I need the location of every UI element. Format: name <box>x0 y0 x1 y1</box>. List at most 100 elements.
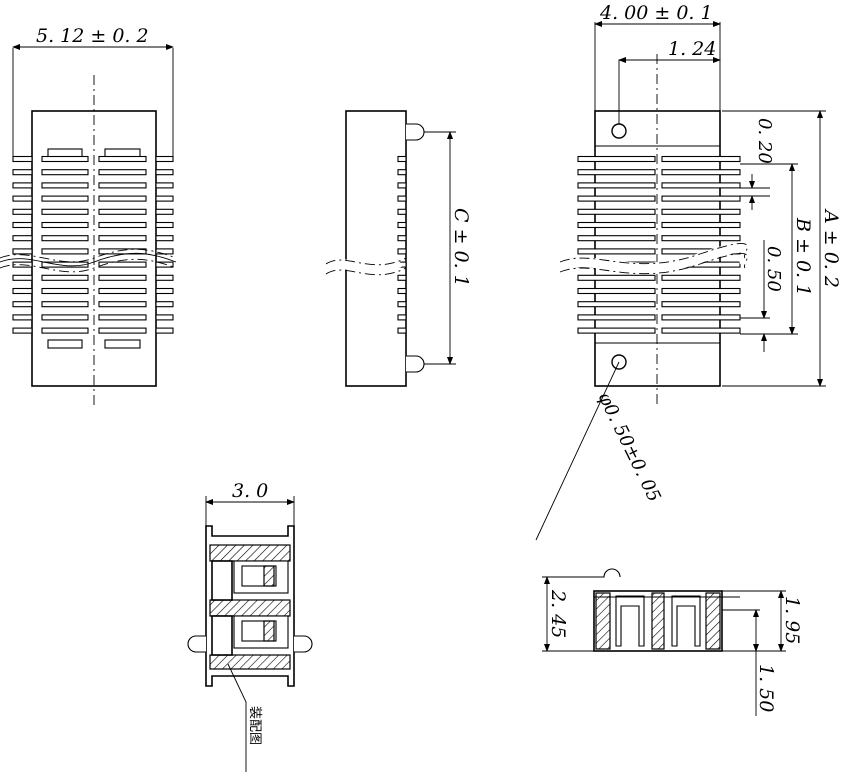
top-view-pin-right <box>155 182 174 189</box>
end-view-hatch-left <box>595 592 611 650</box>
top-view-pin-left <box>12 327 33 334</box>
top-view-pin-right <box>155 155 174 163</box>
top-view-pin-right <box>155 327 174 334</box>
top-view-pin-left <box>12 208 33 215</box>
pin-view-contacts <box>577 155 741 334</box>
top-view-pin-left <box>12 314 33 321</box>
top-view-contact <box>41 248 89 255</box>
top-view-pin-right <box>155 208 174 215</box>
pin-view-break-mask <box>558 242 753 273</box>
side-view-tick <box>397 169 407 176</box>
pin-view-contact-right <box>661 235 741 242</box>
top-view-contact <box>41 169 89 176</box>
pin-view-contact-right <box>661 155 741 163</box>
pin-view-contact-left <box>577 195 656 202</box>
pin-view-contact-left <box>577 314 656 321</box>
top-view-contact <box>41 235 89 242</box>
pin-view-contact-right <box>661 274 741 281</box>
pin-view-contact-left <box>577 221 656 229</box>
dim-offset: 1. 24 <box>668 38 716 60</box>
side-view: C ± 0. 1 <box>323 110 472 387</box>
top-view-pin-left <box>12 195 33 202</box>
dim-depth: 3. 0 <box>232 480 268 502</box>
top-view-contact <box>41 155 89 163</box>
end-view-hatch-center <box>651 592 665 650</box>
end-view-contact-left <box>615 595 645 647</box>
section-contact-top-hatch <box>263 565 275 587</box>
top-view-contact <box>41 327 89 334</box>
pin-view-contact-left <box>577 169 656 176</box>
dim-height-mount: 1. 50 <box>755 664 777 712</box>
dim-b-length: B ± 0. 1 <box>792 217 814 296</box>
section-post-right <box>294 635 313 653</box>
section-hatch-bottom <box>209 654 291 670</box>
top-view-contact <box>98 221 147 229</box>
locating-hole-bottom <box>611 354 627 370</box>
side-view-contact-ticks <box>397 155 407 334</box>
pin-view-contact-left <box>577 248 656 255</box>
side-view-tick <box>397 274 407 281</box>
side-view-post-top <box>406 123 425 141</box>
top-view-pin-right <box>155 248 174 255</box>
pin-view-contact-left <box>577 287 656 295</box>
top-view-pin-right <box>155 221 174 229</box>
top-view-contact <box>98 182 147 189</box>
section-contact-bottom-hatch <box>263 620 275 642</box>
pin-view-break-line-b <box>559 253 748 275</box>
dim-height-total: 2. 45 <box>547 589 569 638</box>
section-post-left <box>187 635 206 653</box>
side-view-body <box>345 110 407 387</box>
top-view-contact <box>41 195 89 202</box>
top-view-contact <box>41 208 89 215</box>
top-view-contact <box>98 208 147 215</box>
top-view-inner-pins <box>41 148 147 349</box>
pin-view-contact-left <box>577 208 656 215</box>
side-view-tick <box>397 155 407 163</box>
side-view-tick <box>397 221 407 229</box>
top-view-pin-right <box>155 274 174 281</box>
top-view-pin-left <box>12 287 33 295</box>
pin-view-contact-right <box>661 182 741 189</box>
top-view-break-line-a <box>0 248 177 263</box>
top-view-contact <box>41 287 89 295</box>
side-view-tick <box>397 301 407 308</box>
top-view-contact <box>98 169 147 176</box>
side-view-tick <box>397 182 407 189</box>
top-view-pin-right <box>155 235 174 242</box>
side-view-tick <box>397 235 407 242</box>
side-view-tick <box>397 248 407 255</box>
top-view-contact <box>98 274 147 281</box>
note-assembly: 装配图 <box>247 706 262 745</box>
top-view-pin-right <box>155 301 174 308</box>
pin-view-contact-right <box>661 287 741 295</box>
leader-assembly <box>227 663 247 772</box>
top-view-pin-right <box>155 287 174 295</box>
pin-view-contact-left <box>577 301 656 308</box>
dim-pitch: 0. 50 <box>763 246 784 292</box>
top-view-break-line-b <box>0 258 177 273</box>
top-view-contact <box>41 314 89 321</box>
top-view-contact <box>41 301 89 308</box>
side-view-tick <box>397 327 407 334</box>
dim-width-body: 4. 00 ± 0. 1 <box>599 2 713 24</box>
top-view-contact <box>98 195 147 202</box>
top-view-pin-left <box>12 301 33 308</box>
top-view-pin-left <box>12 235 33 242</box>
pin-view: 4. 00 ± 0. 1 1. 24 0. 20 0. 50 B ± 0. 1 … <box>535 2 842 541</box>
pin-view-contact-right <box>661 221 741 229</box>
pin-view-contact-right <box>661 327 741 334</box>
top-view-contact <box>98 261 147 268</box>
pin-view-contact-left <box>577 274 656 281</box>
top-view-pin-left <box>12 155 33 163</box>
pin-view-contact-left <box>577 327 656 334</box>
pin-view-contact-right <box>661 195 741 202</box>
pin-view-contact-left <box>577 182 656 189</box>
top-view-pin-left <box>12 169 33 176</box>
side-view-post-bottom <box>406 355 425 373</box>
dim-c-length: C ± 0. 1 <box>450 208 472 287</box>
top-view-outer-pins <box>12 155 174 334</box>
top-view-contact <box>98 155 147 163</box>
top-view-pin-left <box>12 248 33 255</box>
leader-hole-dia <box>535 361 620 541</box>
